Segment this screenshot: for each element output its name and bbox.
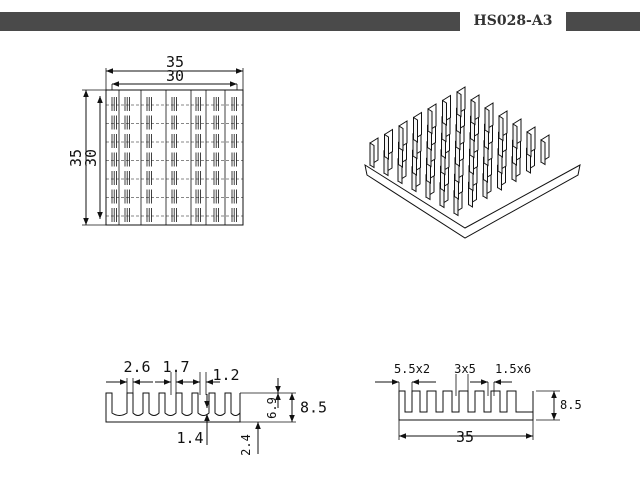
part-code: HS028-A3: [473, 13, 553, 29]
fin-pitch-label: 2.6: [123, 358, 150, 376]
fin-thickness-label: 1.2: [212, 366, 239, 384]
fin-count-label: 3x5: [454, 362, 476, 376]
side-view-right: [375, 374, 560, 440]
iso-fin-side: [526, 131, 532, 158]
side-view-right-profile: [398, 390, 534, 421]
fin-height-label: 6.9: [265, 397, 279, 419]
iso-fin-side: [456, 91, 462, 118]
iso-fin-side: [498, 115, 504, 142]
iso-base-plate: [364, 163, 581, 239]
top-view-fins: [106, 90, 243, 225]
iso-fin-side: [512, 123, 518, 150]
iso-fin-side: [413, 116, 418, 143]
header-bar-right: [566, 12, 640, 31]
inner-width-label: 30: [166, 67, 184, 85]
slot-depth-label: 1.4: [176, 429, 203, 447]
iso-fin-side: [398, 125, 404, 152]
isometric-fins: [364, 86, 581, 239]
total-width-label: 35: [456, 428, 474, 446]
outer-width-label: 35: [166, 53, 184, 71]
iso-fin-side: [442, 99, 447, 126]
base-height-label: 2.4: [239, 434, 253, 456]
iso-fin-side: [484, 107, 490, 134]
iso-fin-side: [369, 142, 375, 169]
top-view-outline: [105, 89, 244, 226]
outer-height-label: 35: [67, 149, 85, 167]
top-view: [82, 68, 244, 226]
isometric-view: [364, 86, 581, 239]
fin-spec-label: 1.5x6: [495, 362, 531, 376]
side-view-left: [105, 372, 296, 454]
header-bar: HS028-A3: [0, 12, 640, 31]
iso-fin-side: [540, 139, 546, 166]
side-view-left-profile: [105, 392, 241, 423]
iso-fin-side: [427, 108, 433, 135]
fin-gap-label: 1.7: [162, 358, 189, 376]
inner-height-label: 30: [82, 149, 100, 167]
total-height-left-label: 8.5: [300, 399, 327, 417]
slot-width-label: 5.5x2: [394, 362, 430, 376]
total-height-right-label: 8.5: [560, 398, 582, 412]
header-bar-left: [0, 12, 460, 31]
iso-fin-side: [384, 133, 389, 160]
iso-fin-side: [470, 99, 476, 126]
